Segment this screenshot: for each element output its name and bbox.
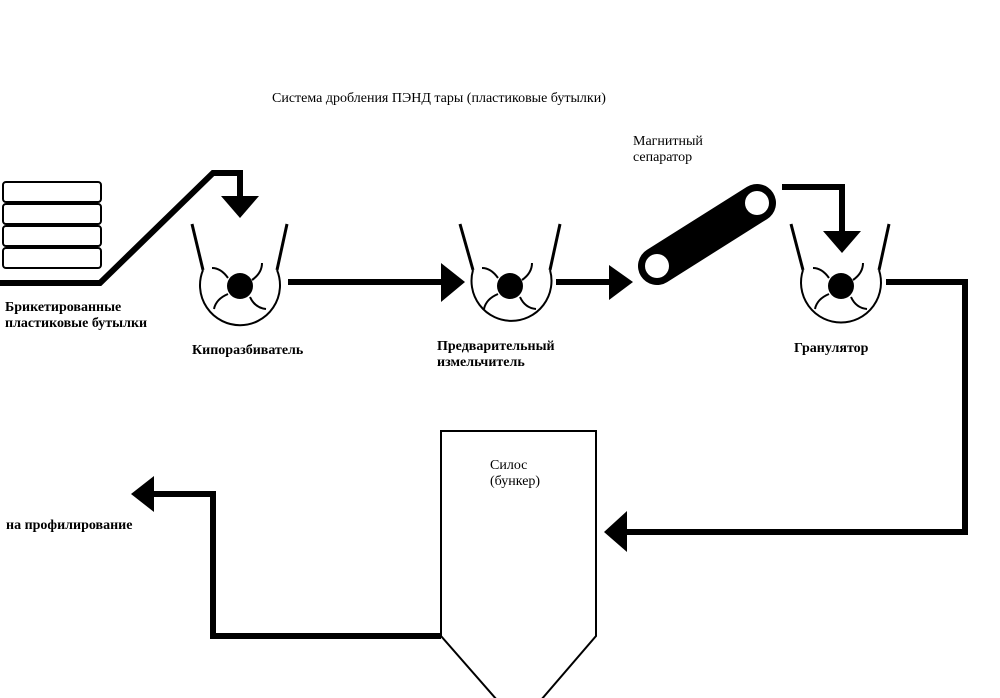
magnetic-separator-icon bbox=[638, 184, 776, 285]
bale-stack-icon bbox=[2, 181, 102, 269]
feed-conveyor-line bbox=[0, 170, 243, 286]
flow-arrow-1-head bbox=[441, 263, 465, 302]
diagram-title: Система дробления ПЭНД тары (пластиковые… bbox=[272, 91, 606, 106]
flow-arrow-3 bbox=[782, 184, 845, 233]
granulator-label: Гранулятор bbox=[794, 341, 869, 356]
flow-arrow-4-head bbox=[604, 511, 627, 552]
output-label: на профилирование bbox=[6, 518, 133, 533]
flow-arrow-5-head bbox=[131, 476, 154, 512]
flow-arrow-2-head bbox=[609, 265, 633, 300]
flow-arrow-3-head bbox=[823, 231, 861, 253]
pre-shredder-label: Предварительный измельчитель bbox=[437, 339, 555, 370]
magnetic-separator-label: Магнитный сепаратор bbox=[633, 134, 703, 165]
pre-shredder-machine-icon bbox=[458, 223, 562, 322]
granulator-machine-icon bbox=[789, 223, 891, 324]
bale-breaker-machine-icon bbox=[190, 223, 289, 327]
feed-arrow-head bbox=[221, 196, 259, 218]
bales-label: Брикетированные пластиковые бутылки bbox=[5, 300, 148, 331]
flow-arrow-4 bbox=[624, 279, 968, 535]
bale-breaker-label: Кипоразбиватель bbox=[192, 343, 304, 358]
flow-arrow-5 bbox=[152, 491, 441, 639]
silo-label: Силос (бункер) bbox=[490, 458, 541, 489]
